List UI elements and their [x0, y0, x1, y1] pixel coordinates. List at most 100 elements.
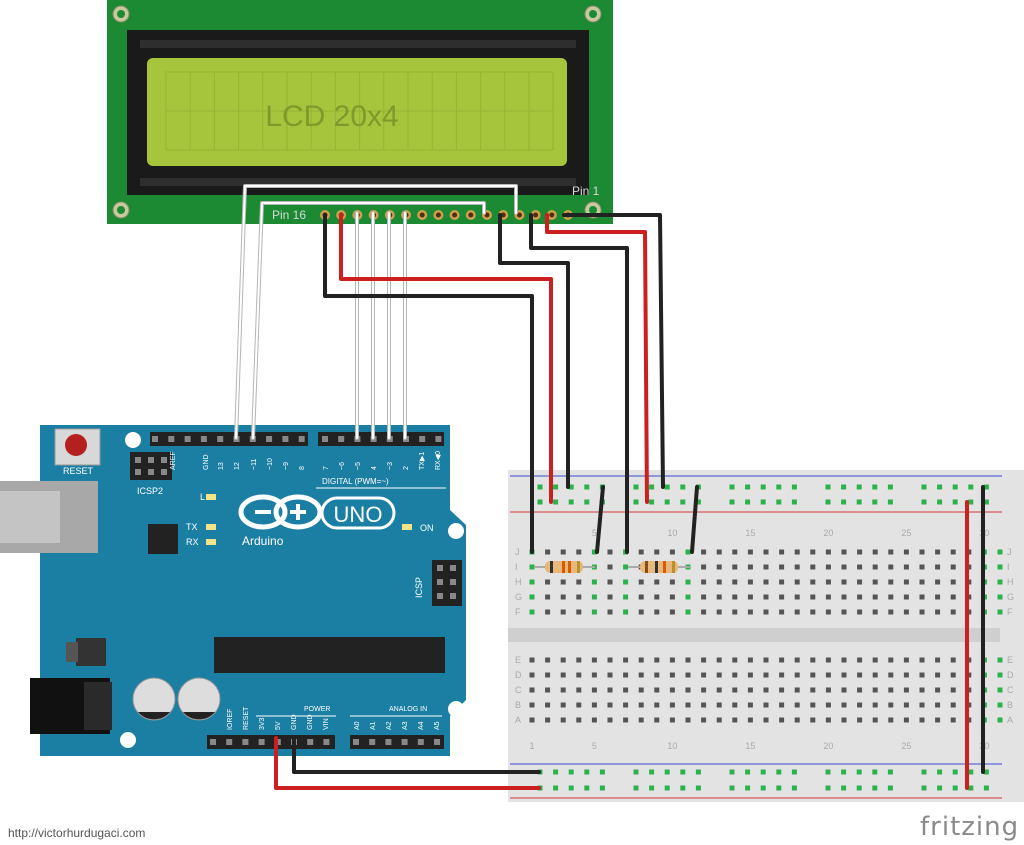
rail-hole — [537, 484, 543, 490]
arduino-uno: RESET ICSP2 L TX RX UNO Arduino ON ICSP — [0, 425, 466, 756]
rail-hole — [760, 499, 766, 505]
breadboard-hole — [716, 609, 722, 615]
breadboard-hole — [935, 672, 941, 678]
rail-hole — [680, 769, 686, 775]
credit-text[interactable]: http://victorhurdugaci.com — [8, 826, 146, 840]
rail-hole — [872, 484, 878, 490]
breadboard-hole — [919, 672, 925, 678]
breadboard-hole — [685, 609, 691, 615]
breadboard-hole — [747, 657, 753, 663]
breadboard-hole — [903, 672, 909, 678]
rail-hole — [968, 484, 974, 490]
digital-pin — [435, 436, 442, 442]
breadboard-hole — [747, 672, 753, 678]
icsp2-pin — [148, 469, 154, 475]
breadboard-hole — [607, 549, 613, 555]
digital-pin-label: ~6 — [339, 462, 346, 470]
digital-pin — [338, 436, 345, 442]
rail-hole — [983, 484, 989, 490]
breadboard-hole — [654, 594, 660, 600]
breadboard-hole — [841, 717, 847, 723]
icsp2-pin — [135, 469, 141, 475]
icsp2-label: ICSP2 — [137, 486, 163, 496]
rail-hole — [568, 785, 574, 791]
breadboard-hole — [919, 594, 925, 600]
breadboard-hole — [779, 702, 785, 708]
breadboard-hole — [685, 672, 691, 678]
rail-hole — [983, 499, 989, 505]
breadboard-hole — [732, 609, 738, 615]
digital-pin-label: ~3 — [387, 462, 394, 470]
power-pin-label: 3V3 — [259, 717, 266, 730]
breadboard-hole — [560, 579, 566, 585]
rail-hole — [937, 484, 943, 490]
breadboard-hole — [997, 657, 1003, 663]
column-number: 15 — [745, 741, 755, 751]
digital-header-right — [318, 432, 444, 446]
rail-hole — [680, 484, 686, 490]
power-pin — [385, 739, 392, 745]
power-pin-label: GND — [307, 714, 314, 730]
row-letter: I — [1007, 562, 1010, 572]
digital-pin — [200, 436, 207, 442]
breadboard-hole — [576, 549, 582, 555]
breadboard-hole — [903, 594, 909, 600]
breadboard-hole — [763, 717, 769, 723]
breadboard-hole — [529, 579, 535, 585]
breadboard-hole — [654, 579, 660, 585]
breadboard-hole — [825, 609, 831, 615]
rail-hole — [841, 785, 847, 791]
rail-hole — [776, 484, 782, 490]
breadboard-hole — [841, 594, 847, 600]
breadboard-hole — [997, 687, 1003, 693]
breadboard-hole — [888, 717, 894, 723]
breadboard-hole — [747, 702, 753, 708]
breadboard-hole — [701, 564, 707, 570]
rail-hole — [841, 499, 847, 505]
rail-hole — [584, 785, 590, 791]
power-pin — [369, 739, 376, 745]
power-pin — [307, 739, 314, 745]
row-letter: I — [515, 562, 518, 572]
breadboard-hole — [997, 579, 1003, 585]
breadboard-hole — [529, 717, 535, 723]
rail-hole — [921, 769, 927, 775]
breadboard-hole — [841, 657, 847, 663]
breadboard-hole — [638, 579, 644, 585]
breadboard-hole — [560, 687, 566, 693]
resistor-1 — [534, 561, 595, 573]
breadboard-hole — [810, 702, 816, 708]
rail-hole — [680, 785, 686, 791]
breadboard-hole — [560, 594, 566, 600]
breadboard-hole — [779, 594, 785, 600]
lcd-module: LCD 20x4 Pin 1 Pin 16 — [107, 0, 613, 224]
breadboard-hole — [545, 549, 551, 555]
capacitor — [132, 677, 176, 721]
breadboard-hole — [701, 687, 707, 693]
power-pin-label: A4 — [418, 721, 425, 730]
breadboard-hole — [810, 564, 816, 570]
power-pin — [226, 739, 233, 745]
column-number: 5 — [592, 528, 597, 538]
breadboard-hole — [545, 702, 551, 708]
breadboard-hole — [935, 657, 941, 663]
breadboard-hole — [623, 564, 629, 570]
breadboard-hole — [857, 564, 863, 570]
rail-hole — [937, 785, 943, 791]
breadboard-hole — [794, 564, 800, 570]
breadboard-hole — [919, 609, 925, 615]
breadboard-hole — [560, 657, 566, 663]
breadboard-hole — [888, 549, 894, 555]
breadboard-hole — [779, 579, 785, 585]
breadboard-hole — [576, 609, 582, 615]
digital-pin-label: ~10 — [267, 458, 274, 470]
rail-hole — [952, 499, 958, 505]
digital-pin-label: 12 — [234, 462, 241, 470]
breadboard-hole — [950, 672, 956, 678]
breadboard-hole — [529, 609, 535, 615]
breadboard-hole — [903, 564, 909, 570]
digital-pin — [322, 436, 328, 442]
power-pin — [434, 739, 440, 745]
breadboard-hole — [935, 609, 941, 615]
